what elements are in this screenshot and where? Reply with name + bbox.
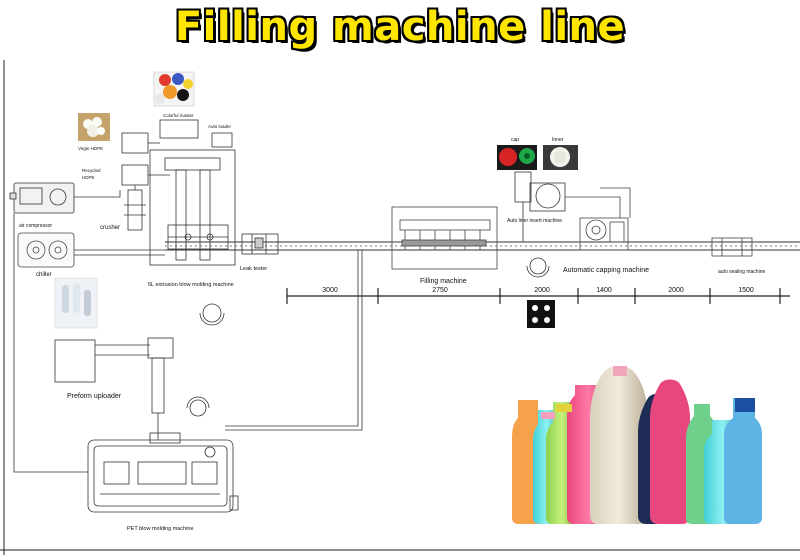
inner-photo xyxy=(543,145,578,170)
capping-machine-label: Automatic capping machine xyxy=(563,267,649,274)
cap-label: cap xyxy=(511,137,519,143)
leak-tester-label: Leak tester xyxy=(240,266,267,272)
air-compressor-label: air compressor xyxy=(19,223,52,229)
pet-blow-molding-machine xyxy=(87,432,239,513)
dimension-label: 1500 xyxy=(738,287,754,294)
automatic-capping-machine xyxy=(565,187,631,251)
leak-tester xyxy=(241,233,279,255)
recycled-hdpe-label-2: HDPE xyxy=(82,175,95,180)
auto-liner-label: Auto liner insert machine xyxy=(507,218,562,224)
inner-label: Inner xyxy=(552,137,564,143)
dimension-label: 1400 xyxy=(596,287,612,294)
auto-liner-insert-machine xyxy=(514,171,566,242)
page-title: Filling machine line xyxy=(174,4,626,50)
preform-uploader xyxy=(54,337,174,440)
dimension-label: 3000 xyxy=(322,287,338,294)
blow-molding-5l-label: 5L extrusion blow molding machine xyxy=(148,282,234,288)
frame xyxy=(0,60,800,555)
auto-sealing-machine xyxy=(711,237,753,257)
piping xyxy=(13,190,363,473)
dimension-label: 2000 xyxy=(534,287,550,294)
filling-machine xyxy=(391,206,498,270)
air-compressor xyxy=(9,182,75,214)
colorful-master-photo xyxy=(153,71,195,107)
operator-icon xyxy=(186,257,550,417)
dimension-line xyxy=(286,288,790,304)
dimension-label: 2000 xyxy=(668,287,684,294)
virgin-hdpe-photo xyxy=(78,113,110,141)
preform-photo xyxy=(54,277,98,329)
virgin-hdpe-label: Virgin HDPE xyxy=(78,146,103,151)
extrusion-blow-molding-machine xyxy=(121,119,236,266)
colorful-master-label: Colorful master xyxy=(163,113,194,118)
pet-blow-molding-label: PET blow molding machine xyxy=(127,526,194,532)
bottles-photo xyxy=(503,366,780,524)
control-panel-icon xyxy=(527,300,555,328)
filling-machine-label: Filling machine xyxy=(420,278,467,285)
dimension-label: 2750 xyxy=(432,287,448,294)
chiller xyxy=(17,232,75,268)
chiller-label: chiller xyxy=(36,272,52,278)
recycled-hdpe-label-1: Recycled xyxy=(82,168,101,173)
sealing-machine-label: auto sealing machine xyxy=(718,269,765,275)
auto-loader-label: Auto loader xyxy=(208,124,232,129)
cap-photo xyxy=(497,145,537,170)
preform-uploader-label: Preform uploader xyxy=(67,393,122,400)
crusher-label: crusher xyxy=(100,225,120,231)
